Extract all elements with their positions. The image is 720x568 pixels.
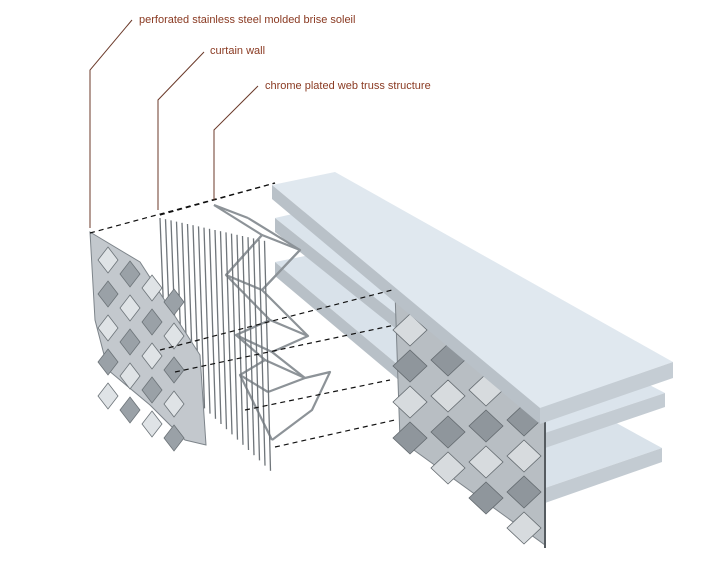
brise-soleil-cell: [163, 390, 185, 418]
leader-line-brise: [89, 19, 133, 228]
building-slabs: [272, 172, 673, 548]
label-truss-structure: chrome plated web truss structure: [265, 80, 431, 92]
curtain-mullion: [241, 235, 250, 451]
brise-soleil-cell: [163, 424, 185, 452]
building-brise-cell: [392, 385, 428, 419]
building-brise-cell: [430, 415, 466, 449]
brise-soleil-cell: [141, 342, 163, 370]
web-truss-structure: [213, 203, 332, 441]
building-brise-cell: [392, 421, 428, 455]
curtain-mullion: [208, 228, 217, 419]
brise-soleil-cell: [97, 314, 119, 342]
curtain-mullion: [230, 233, 239, 440]
curtain-mullion: [197, 226, 206, 409]
leader-line-curtain: [157, 51, 205, 210]
building-brise-cell: [468, 445, 504, 479]
building-brise-cell: [392, 349, 428, 383]
building-brise-cell: [506, 475, 542, 509]
brise-soleil-cell: [119, 396, 141, 424]
building-brise-cell: [468, 409, 504, 443]
building-brise-cell: [430, 379, 466, 413]
curtain-mullion: [258, 239, 266, 466]
brise-soleil-cell: [163, 322, 185, 350]
curtain-mullion: [252, 238, 261, 461]
leader-line-truss: [213, 85, 259, 200]
brise-soleil-cell: [163, 288, 185, 316]
curtain-mullion: [203, 227, 211, 414]
curtain-mullion: [247, 237, 255, 456]
brise-soleil-cell: [163, 356, 185, 384]
label-brise-soleil: perforated stainless steel molded brise …: [139, 14, 356, 26]
curtain-mullion: [225, 232, 233, 435]
brise-soleil-cell: [119, 260, 141, 288]
brise-soleil-panel: [89, 231, 207, 452]
building-brise-cell: [392, 313, 428, 347]
brise-soleil-cell: [97, 246, 119, 274]
brise-soleil-cell: [141, 308, 163, 336]
label-curtain-wall: curtain wall: [210, 45, 266, 57]
building-brise-soleil: [392, 290, 546, 548]
leader-lines: [89, 19, 259, 228]
brise-soleil-cell: [97, 348, 119, 376]
building-brise-cell: [506, 439, 542, 473]
building-brise-cell: [430, 451, 466, 485]
brise-soleil-cell: [97, 382, 119, 410]
brise-soleil-cell: [97, 280, 119, 308]
brise-soleil-cell: [141, 376, 163, 404]
building-brise-cell: [506, 511, 542, 545]
curtain-mullion: [263, 240, 272, 471]
brise-soleil-cell: [141, 274, 163, 302]
brise-soleil-cell: [119, 328, 141, 356]
curtain-mullion: [236, 234, 244, 445]
building-brise-cell: [468, 481, 504, 515]
floor-slab-top: [272, 172, 673, 424]
brise-soleil-cell: [119, 294, 141, 322]
brise-soleil-cell: [141, 410, 163, 438]
projection-lines: [89, 182, 396, 448]
brise-soleil-cell: [119, 362, 141, 390]
curtain-mullion: [214, 229, 222, 425]
curtain-mullion: [219, 231, 228, 430]
